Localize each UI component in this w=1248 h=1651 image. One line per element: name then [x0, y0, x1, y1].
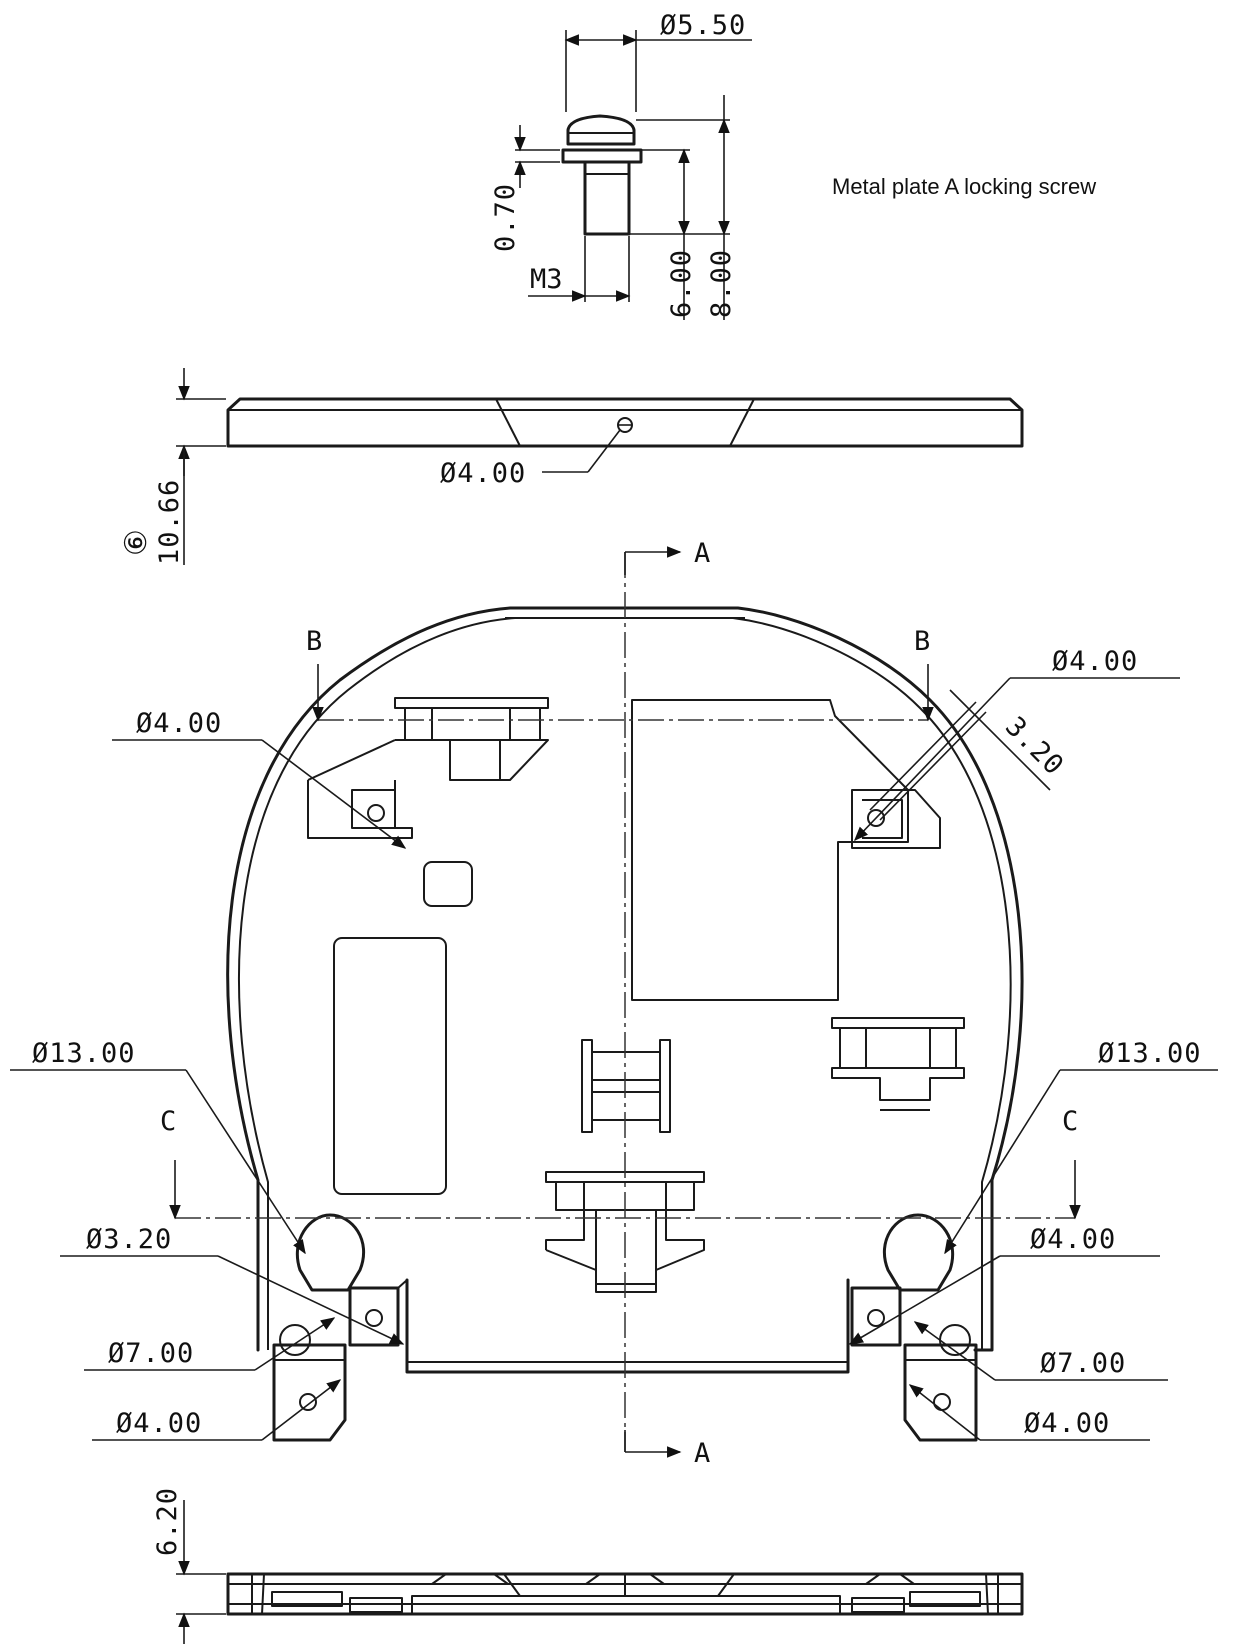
screw-title: Metal plate A locking screw — [832, 174, 1096, 199]
right-large-hole-label: Ø13.00 — [1098, 1038, 1202, 1069]
section-b-left-label: B — [306, 626, 322, 657]
upper-right-hole-label: Ø4.00 — [1052, 646, 1138, 677]
section-c-left-label: C — [160, 1106, 176, 1137]
section-c-right-label: C — [1062, 1106, 1078, 1137]
right-tab-hole-label: Ø4.00 — [1024, 1408, 1110, 1439]
section-a-top-label: A — [694, 538, 710, 569]
side-view-hole-label: Ø4.00 — [440, 458, 526, 489]
item-number-label: ⑥ — [119, 529, 154, 556]
plate-plan-view: A A B B C C Ø4.00 Ø4.00 3.20 Ø13.00 Ø13 — [10, 538, 1218, 1469]
screw-washer-thickness-label: 0.70 — [490, 183, 521, 252]
section-a-bottom-label: A — [694, 1438, 710, 1469]
left-tab-hole-label: Ø4.00 — [116, 1408, 202, 1439]
plate-side-view: Ø4.00 10.66 ⑥ — [119, 368, 1024, 565]
left-small-hole-label: Ø3.20 — [86, 1224, 172, 1255]
side-view-height-label: 10.66 — [154, 479, 185, 565]
screw-thread-label: M3 — [530, 264, 563, 295]
right-mid-hole-label: Ø4.00 — [1030, 1224, 1116, 1255]
plate-front-view: 6.20 — [152, 1487, 1024, 1644]
locking-screw-detail: Ø5.50 0.70 M3 6.00 8.00 Metal plate A lo… — [490, 10, 1096, 320]
front-view-height-label: 6.20 — [152, 1487, 183, 1556]
screw-shank-length-label: 6.00 — [666, 249, 697, 318]
left-ring-label: Ø7.00 — [108, 1338, 194, 1369]
right-ring-label: Ø7.00 — [1040, 1348, 1126, 1379]
left-large-hole-label: Ø13.00 — [32, 1038, 136, 1069]
slot-width-label: 3.20 — [999, 711, 1070, 782]
upper-left-hole-label: Ø4.00 — [136, 708, 222, 739]
screw-head-diameter-label: Ø5.50 — [660, 10, 746, 41]
section-b-right-label: B — [914, 626, 930, 657]
screw-total-length-label: 8.00 — [706, 249, 737, 318]
